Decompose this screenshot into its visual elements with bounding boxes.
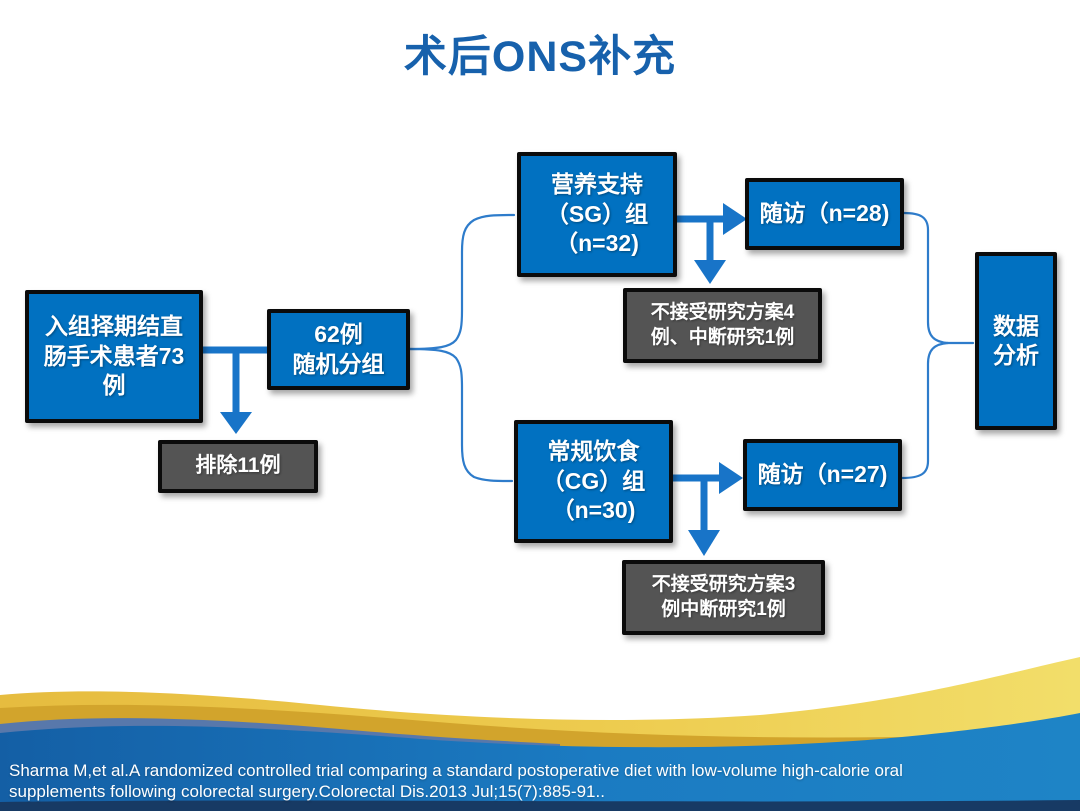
- node-enrolled: 入组择期结直 肠手术患者73 例: [25, 290, 203, 423]
- node-sg-line2: （SG）组: [545, 200, 649, 227]
- node-cg-line3: （n=30): [551, 497, 636, 524]
- node-enrolled-line2: 肠手术患者73: [43, 342, 185, 369]
- navy-bottom-strip: [0, 800, 1080, 811]
- node-sg-dropout-line1: 不接受研究方案4: [650, 302, 795, 324]
- connector-cgfollowup-analysis: [900, 341, 950, 480]
- node-analysis-line2: 分析: [993, 342, 1039, 368]
- node-cg-line2: （CG）组: [541, 467, 646, 494]
- arrow-cg-dropout-head: [688, 530, 720, 556]
- node-sg-group: 营养支持 （SG）组 （n=32): [517, 152, 677, 277]
- arrow-sg-followup-head: [723, 203, 747, 235]
- node-data-analysis: 数据 分析: [975, 252, 1057, 430]
- node-enrolled-line1: 入组择期结直: [45, 313, 183, 340]
- footer-wave-graphic: [0, 657, 1080, 811]
- node-randomized-line1: 62例: [314, 321, 363, 348]
- node-enrolled-line3: 例: [102, 372, 126, 399]
- node-cg-followup: 随访（n=27): [743, 439, 902, 511]
- connector-randomized-cg: [408, 347, 514, 483]
- node-cg-group: 常规饮食 （CG）组 （n=30): [514, 420, 673, 543]
- node-sg-followup-line1: 随访（n=28): [759, 200, 890, 227]
- arrow-cg-followup-head: [719, 462, 743, 494]
- node-randomized-line2: 随机分组: [292, 350, 385, 377]
- node-sg-dropout-line2: 例、中断研究1例: [650, 326, 795, 348]
- citation-line1: Sharma M,et al.A randomized controlled t…: [9, 761, 903, 780]
- node-cg-dropout: 不接受研究方案3 例中断研究1例: [622, 560, 825, 635]
- node-sg-dropout: 不接受研究方案4 例、中断研究1例: [623, 288, 822, 363]
- node-randomized: 62例 随机分组: [267, 309, 410, 390]
- citation-line2: supplements following colorectal surgery…: [9, 782, 605, 801]
- slide-title: 术后ONS补充: [403, 33, 677, 81]
- node-sg-line1: 营养支持: [551, 171, 643, 198]
- connector-sgfollowup-analysis: [902, 211, 975, 345]
- arrow-excluded-head: [220, 412, 252, 434]
- node-cg-dropout-line1: 不接受研究方案3: [651, 574, 796, 596]
- node-analysis-line1: 数据: [993, 312, 1039, 339]
- connector-randomized-sg: [408, 213, 516, 351]
- node-cg-dropout-line2: 例中断研究1例: [661, 598, 786, 620]
- node-sg-followup: 随访（n=28): [745, 178, 904, 250]
- node-cg-line1: 常规饮食: [547, 438, 640, 465]
- blue-wave: [0, 713, 1080, 811]
- node-cg-followup-line1: 随访（n=27): [757, 461, 888, 488]
- node-excluded: 排除11例: [158, 440, 318, 493]
- node-excluded-line1: 排除11例: [195, 454, 281, 478]
- arrow-sg-dropout-head: [694, 260, 726, 284]
- node-sg-line3: （n=32): [555, 230, 639, 257]
- citation: Sharma M,et al.A randomized controlled t…: [9, 760, 903, 802]
